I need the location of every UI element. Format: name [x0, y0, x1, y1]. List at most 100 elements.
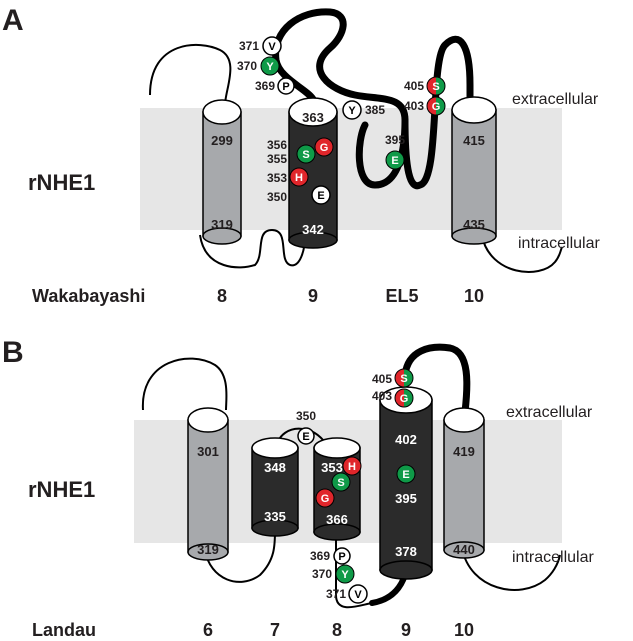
helix-9-top-number: 402 [395, 432, 417, 447]
residue-g403: G 403 [372, 388, 414, 408]
helix-9-bottom [288, 231, 338, 249]
svg-text:370: 370 [312, 567, 332, 581]
svg-text:371: 371 [239, 39, 259, 53]
panel-b-letter: B [2, 336, 24, 369]
helix-9-bottom-number: 378 [395, 544, 417, 559]
helix-6-top-number: 301 [197, 444, 219, 459]
intracellular-loop-a [199, 228, 306, 269]
svg-text:385: 385 [365, 103, 385, 117]
svg-text:V: V [268, 41, 276, 53]
helix-9-top-number: 363 [302, 110, 324, 125]
svg-text:E: E [391, 155, 398, 167]
svg-text:395: 395 [385, 133, 405, 147]
svg-text:Y: Y [341, 569, 349, 581]
c-loop [461, 547, 561, 591]
svg-text:S: S [337, 477, 344, 489]
svg-text:S: S [432, 81, 439, 93]
residue-s356: S 356 [267, 138, 316, 164]
svg-text:P: P [338, 551, 345, 563]
svg-text:405: 405 [404, 79, 424, 93]
svg-text:Y: Y [348, 105, 356, 117]
segment-label: 10 [454, 620, 474, 640]
extracellular-label: extracellular [506, 404, 593, 421]
segment-label: 8 [217, 286, 227, 306]
helix-7-top-number: 348 [264, 460, 286, 475]
segment-label: 6 [203, 620, 213, 640]
residue-p369: P 369 [310, 547, 351, 565]
segment-label: 9 [401, 620, 411, 640]
svg-text:356: 356 [267, 138, 287, 152]
helix-10-top-number: 415 [463, 133, 485, 148]
svg-text:403: 403 [404, 99, 424, 113]
protein-label: rNHE1 [28, 477, 95, 502]
residue-g-b: G [315, 488, 335, 508]
svg-text:369: 369 [255, 79, 275, 93]
svg-text:355: 355 [267, 152, 287, 166]
helix-10-bottom [451, 227, 497, 245]
svg-text:E: E [317, 190, 324, 202]
svg-text:353: 353 [267, 171, 287, 185]
helix-6-top [187, 407, 229, 433]
svg-text:371: 371 [326, 587, 346, 601]
residue-v371: V 371 [326, 584, 368, 604]
helix-8-bottom [202, 227, 242, 245]
model-label: Wakabayashi [32, 286, 145, 306]
segment-label: 9 [308, 286, 318, 306]
svg-text:405: 405 [372, 372, 392, 386]
svg-text:370: 370 [237, 59, 257, 73]
helix-10-bottom-number: 440 [453, 542, 475, 557]
residue-y385: Y 385 [342, 100, 385, 120]
helix-9-bottom [379, 560, 433, 580]
c-loop [481, 235, 563, 273]
helix-8-top [202, 99, 242, 125]
svg-text:S: S [302, 149, 309, 161]
panel-a-letter: A [2, 4, 24, 37]
helix-9-inner-number: 395 [395, 491, 417, 506]
model-label: Landau [32, 620, 96, 640]
helix-8-bottom-number: 319 [211, 217, 233, 232]
residue-v371: V 371 [239, 36, 282, 56]
segment-label: 8 [332, 620, 342, 640]
residue-y370: Y 370 [237, 56, 280, 76]
helix-10 [443, 419, 485, 551]
svg-text:E: E [302, 431, 309, 443]
residue-e350: E 350 [296, 409, 316, 445]
extracellular-loop-thick [401, 343, 471, 416]
helix-7-bottom-number: 335 [264, 509, 286, 524]
segment-label: 10 [464, 286, 484, 306]
helix-8-bottom [313, 523, 361, 541]
svg-text:403: 403 [372, 389, 392, 403]
residue-e-b: E [396, 464, 416, 484]
helix-8-bottom-number: 366 [326, 512, 348, 527]
residue-s-b: S [331, 472, 351, 492]
residue-e395: E 395 [385, 133, 405, 170]
residue-g403: G 403 [404, 96, 446, 116]
n-loop [141, 357, 228, 411]
residue-h353: H 353 [267, 167, 309, 187]
extracellular-label: extracellular [512, 91, 599, 108]
helix-10-top [443, 407, 485, 433]
segment-label: EL5 [385, 286, 418, 306]
protein-label: rNHE1 [28, 170, 95, 195]
helix-7 [251, 447, 299, 529]
svg-text:G: G [321, 493, 330, 505]
intracellular-loop-b [204, 529, 276, 583]
residue-p369: P 369 [255, 77, 295, 95]
svg-text:G: G [400, 393, 409, 405]
residue-s405: S 405 [372, 368, 414, 388]
residue-y370: Y 370 [312, 564, 355, 584]
residue-h353: H [342, 456, 362, 476]
svg-text:369: 369 [310, 549, 330, 563]
residue-s405: S 405 [404, 76, 446, 96]
svg-text:P: P [282, 81, 289, 93]
helix-8-top-number: 353 [321, 460, 343, 475]
helix-10-bottom-number: 435 [463, 217, 485, 232]
helix-6-bottom-number: 319 [197, 542, 219, 557]
panel-a: A 299 319 363 342 415 435 V 371 [2, 4, 600, 306]
svg-text:V: V [354, 589, 362, 601]
helix-9 [379, 399, 433, 571]
helix-10-bottom [443, 541, 485, 559]
helix-8-top [313, 437, 361, 459]
residue-e350: E 350 [267, 185, 331, 205]
